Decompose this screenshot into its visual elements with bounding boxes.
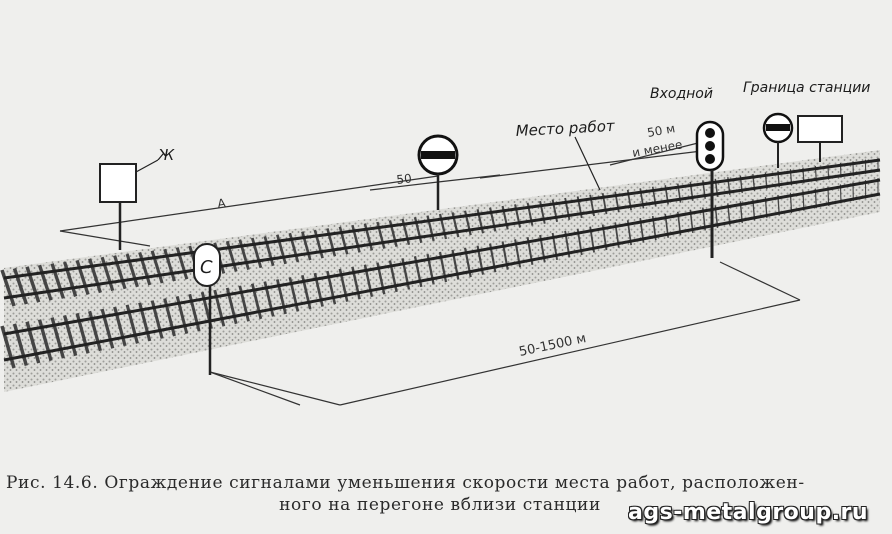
station-boundary-label: Граница станции (743, 80, 870, 96)
sleeper (75, 259, 90, 296)
entry-signal-label: Входной (650, 86, 713, 102)
railway-diagram: Ж С А 50 Место работ 50 м и менее Входно… (0, 80, 881, 406)
sleeper (100, 256, 115, 292)
work-place-label: Место работ (515, 117, 616, 140)
station-boundary-sign (762, 112, 843, 168)
speed-reduction-sign (417, 134, 459, 210)
sleeper (37, 264, 53, 301)
sleeper (0, 269, 16, 307)
sleeper (150, 250, 164, 284)
sleeper (125, 253, 139, 288)
sleeper (50, 263, 65, 299)
c-sign (193, 243, 221, 375)
watermark: ags-metalgroup.ru (628, 500, 869, 525)
sleeper (25, 266, 41, 303)
c-sign-label: С (200, 257, 213, 278)
leader-lines (574, 136, 601, 191)
figure-caption-line2: ного на перегоне вблизи станции (279, 495, 601, 515)
ballast-bed (4, 150, 880, 392)
zh-sign (99, 159, 159, 250)
dist-50-label: 50 (396, 171, 413, 187)
rails (3, 158, 881, 362)
dist-a-label: А (216, 196, 227, 211)
entry-signal (695, 120, 725, 258)
dist-50m-line1: 50 м (646, 121, 676, 140)
sleeper (88, 258, 102, 294)
zh-label: Ж (157, 146, 175, 164)
dimension-lines (59, 139, 801, 406)
sleeper (113, 255, 127, 290)
sleeper (138, 251, 152, 286)
sleeper (175, 247, 189, 280)
sleeper (163, 248, 176, 282)
sleeper (12, 267, 28, 305)
sleeper (62, 261, 78, 297)
figure-caption-line1: Рис. 14.6. Ограждение сигналами уменьшен… (6, 473, 805, 493)
